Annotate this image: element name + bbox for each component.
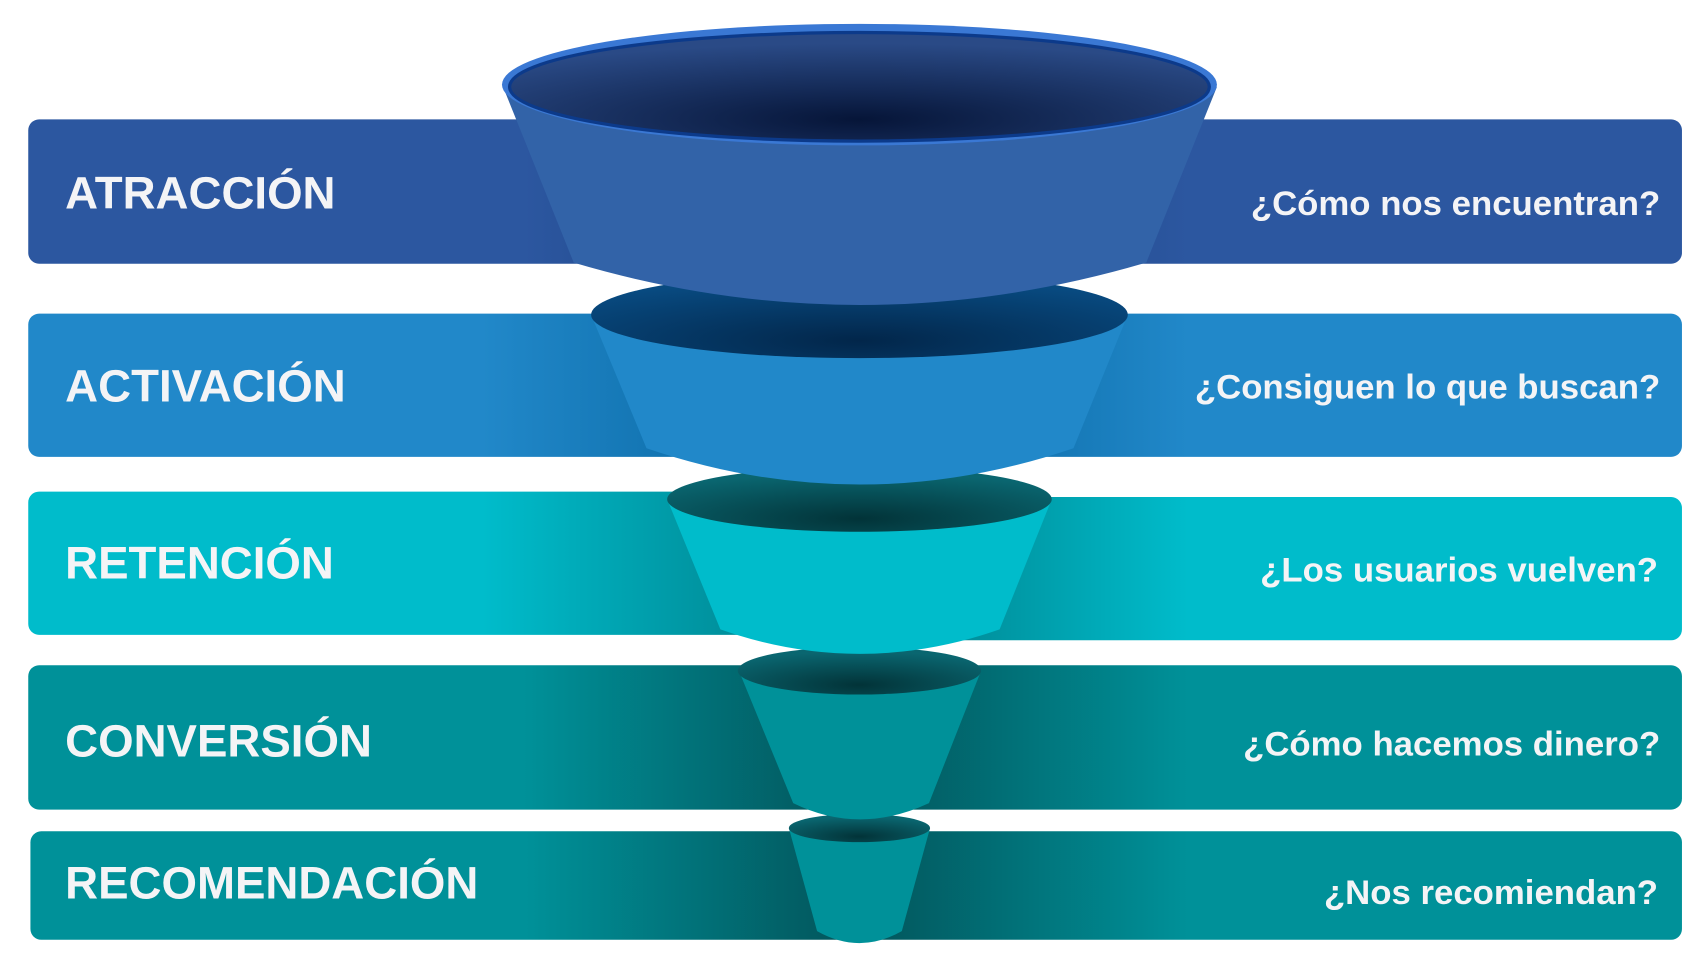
stage-question-atraccion: ¿Cómo nos encuentran? [1251,185,1660,223]
stage-question-recomendacion: ¿Nos recomiendan? [1324,874,1658,912]
stage-band-retencion [28,491,1682,641]
funnel-segment-4 [737,646,982,820]
stage-question-conversion: ¿Cómo hacemos dinero? [1243,725,1660,763]
stage-label-atraccion: ATRACCIÓN [65,166,335,218]
stage-label-conversion: CONVERSIÓN [65,714,372,766]
funnel-segment-3 [667,466,1052,654]
stage-label-retencion: RETENCIÓN [65,536,334,588]
stage-question-activacion: ¿Consiguen lo que buscan? [1195,368,1660,406]
stage-label-activacion: ACTIVACIÓN [65,360,345,412]
stage-question-retencion: ¿Los usuarios vuelven? [1260,552,1658,590]
stage-label-recomendacion: RECOMENDACIÓN [65,857,478,909]
stage-band-recomendacion [30,831,1682,940]
funnel-segment-1 [501,23,1217,305]
funnel-segment-5 [788,813,931,944]
stage-band-conversion [28,665,1682,810]
